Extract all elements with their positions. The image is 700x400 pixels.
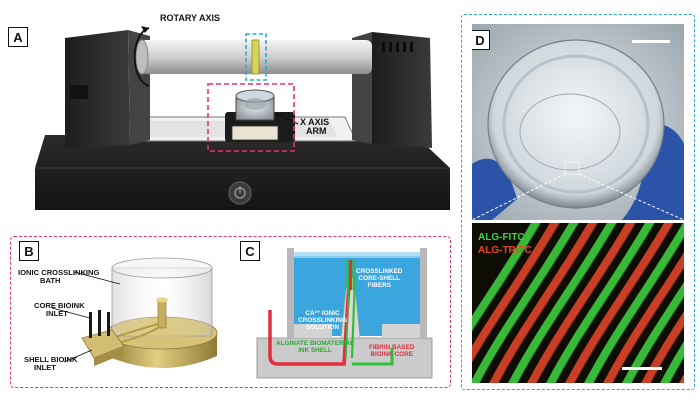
fiber-gap bbox=[472, 223, 562, 365]
fluorescent-fiber bbox=[527, 223, 637, 383]
fluorescent-fiber bbox=[565, 223, 675, 383]
fibers-label-line1: CROSSLINKED bbox=[356, 268, 403, 275]
bath-label-line2: BATH bbox=[40, 275, 61, 285]
x-axis-arm-label-line2: ARM bbox=[306, 126, 327, 137]
tube-highlight-box bbox=[245, 33, 267, 81]
fluorescent-fiber bbox=[622, 282, 684, 383]
fibrin-core-label-line1: FIBRIN BASED bbox=[369, 344, 415, 351]
shell-inlet-label-line1: SHELL BIOINK bbox=[24, 355, 78, 364]
core-inlet-label-line1: CORE BIOINK bbox=[34, 301, 85, 310]
panel-d-frame bbox=[461, 14, 695, 390]
scale-bar-bottom bbox=[622, 367, 662, 370]
panel-a: A ROTARY AXIS X AXIS ARM bbox=[0, 0, 460, 225]
left-tower bbox=[65, 30, 130, 148]
scale-bar-top bbox=[632, 40, 670, 43]
core-channel bbox=[268, 275, 352, 366]
fluorescence-image bbox=[472, 223, 684, 383]
fibers-label: CROSSLINKED CORE-SHELL FIBERS bbox=[356, 268, 403, 289]
core-inlet-pin bbox=[89, 312, 92, 338]
fluorescent-fiber bbox=[508, 223, 618, 383]
zoom-box bbox=[564, 161, 580, 175]
panel-b-label: B bbox=[19, 241, 39, 261]
legend-tritc: ALG-TRITC bbox=[478, 245, 532, 256]
x-axis-arm-label: X AXIS ARM bbox=[300, 117, 330, 137]
nozzle-device-illustration bbox=[51, 257, 218, 368]
printer-illustration bbox=[35, 26, 450, 210]
arm-highlight-box bbox=[207, 83, 295, 152]
core-inlet-label: CORE BIOINK INLET bbox=[34, 302, 85, 318]
fiber-gap bbox=[472, 223, 543, 334]
fluorescent-fiber bbox=[660, 341, 684, 383]
cross-section-illustration bbox=[256, 248, 433, 379]
panel-bc-frame bbox=[10, 236, 451, 388]
fluorescent-fiber bbox=[472, 223, 561, 364]
alginate-shell-label-line1: ALGINATE BIOMATERIAL bbox=[276, 340, 354, 347]
fluorescent-fiber bbox=[489, 223, 599, 383]
panel-d-fluorescence: ALG-FITC ALG-TRITC bbox=[472, 223, 684, 383]
bath-label: IONIC CROSSLINKING BATH bbox=[18, 269, 99, 285]
fiber-gap bbox=[555, 223, 657, 383]
fluorescent-fiber bbox=[641, 311, 684, 383]
panel-c-label: C bbox=[240, 241, 260, 261]
fiber-gap bbox=[650, 325, 684, 383]
shell-inlet-label: SHELL BIOINK INLET bbox=[24, 356, 77, 372]
ionic-solution-label-line1: CA²⁺ IONIC bbox=[305, 310, 340, 317]
fiber-gap bbox=[574, 223, 676, 383]
fiber-gap bbox=[536, 223, 638, 383]
alginate-shell-label-line2: INK SHELL bbox=[298, 347, 332, 355]
alginate-shell-label: ALGINATE BIOMATERIAL INK SHELL bbox=[276, 340, 354, 354]
fluorescent-fiber bbox=[472, 223, 580, 383]
panel-a-label: A bbox=[8, 27, 28, 47]
ionic-solution-label: CA²⁺ IONIC CROSSLINKING SOLUTION bbox=[298, 310, 347, 331]
right-tower bbox=[372, 32, 432, 148]
fiber-gap bbox=[498, 223, 600, 383]
fiber-gap bbox=[517, 223, 619, 383]
fluorescent-fiber bbox=[603, 252, 684, 383]
fluorescent-fiber bbox=[472, 223, 542, 333]
fiber-gap bbox=[631, 296, 684, 383]
fibrin-core-label: FIBRIN BASED BIOINK CORE bbox=[369, 344, 414, 358]
fiber-gap bbox=[479, 223, 581, 383]
bath-label-line1: IONIC CROSSLINKING bbox=[18, 268, 100, 277]
fluorescent-fiber bbox=[584, 223, 684, 383]
petri-dish-photo bbox=[472, 24, 684, 220]
shell-inlet-label-line2: INLET bbox=[34, 362, 56, 372]
fiber-gap bbox=[612, 267, 684, 383]
fibrin-core-label-line2: BIOINK CORE bbox=[370, 351, 414, 359]
fibers-label-line3: FIBERS bbox=[367, 282, 391, 290]
panel-d-label: D bbox=[472, 30, 490, 50]
x-axis-arm-label-line1: X AXIS bbox=[300, 117, 330, 127]
legend-fitc: ALG-FITC bbox=[478, 232, 525, 243]
panel-b: B IONIC CROSSLINKING BATH CORE BIOINK IN… bbox=[12, 238, 230, 386]
core-inlet-label-line2: INLET bbox=[46, 308, 68, 318]
ionic-solution-label-line2: CROSSLINKING bbox=[298, 317, 347, 325]
fiber-on-tube bbox=[251, 39, 260, 75]
fiber-gap bbox=[593, 236, 684, 383]
rotary-axis-label: ROTARY AXIS bbox=[160, 13, 221, 23]
fiber-gap bbox=[669, 356, 684, 383]
fluorescent-fiber bbox=[546, 223, 656, 383]
fibers-label-line2: CORE-SHELL bbox=[358, 275, 401, 283]
printer-base bbox=[35, 135, 450, 210]
panel-d-photo: D bbox=[472, 24, 684, 220]
panel-c: C CROSSLINKED CORE-SHELL FIBERS CA²⁺ ION… bbox=[232, 238, 449, 386]
ionic-solution-label-line3: SOLUTION bbox=[305, 324, 340, 332]
